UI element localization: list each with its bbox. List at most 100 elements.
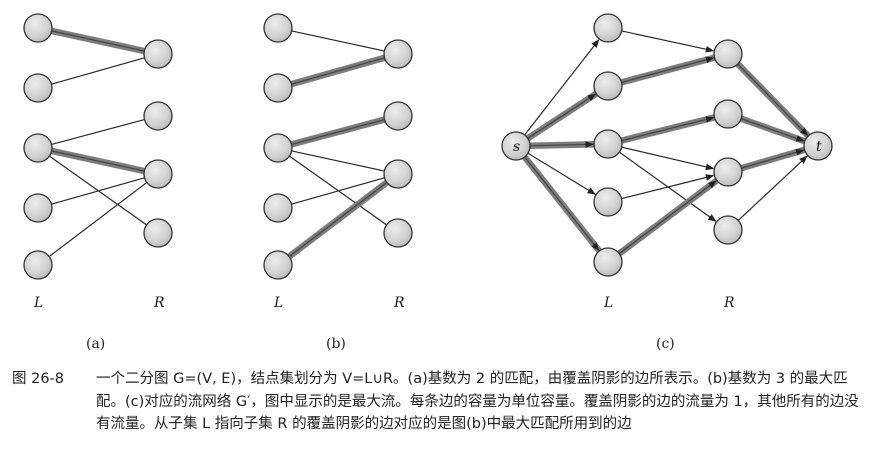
- edge-R1-t: [734, 60, 811, 139]
- edge-L1-R1: [291, 30, 385, 52]
- edge-L3-R3: [291, 150, 385, 172]
- node-circle: [593, 13, 623, 43]
- node-circle: [713, 99, 743, 129]
- edge-line: [524, 39, 600, 136]
- node-L3: [23, 133, 53, 163]
- edge-L5-R3: [285, 179, 391, 260]
- edge-line: [291, 57, 385, 85]
- node-R4: [383, 218, 413, 248]
- node-R4: [713, 215, 743, 245]
- right-set-label: R: [723, 295, 735, 311]
- left-set-label: L: [273, 295, 283, 311]
- edge-line: [288, 181, 388, 258]
- node-L3: [593, 129, 623, 159]
- node-circle: [713, 39, 743, 69]
- node-circle: [23, 250, 53, 280]
- edge-L3-R3: [48, 147, 148, 175]
- node-R1: [383, 39, 413, 69]
- node-circle: [23, 73, 53, 103]
- node-circle: [383, 101, 413, 131]
- node-L2: [263, 73, 293, 103]
- node-R2: [713, 99, 743, 129]
- edge-line: [51, 177, 145, 205]
- edges: [521, 30, 811, 257]
- node-R3: [143, 159, 173, 189]
- edge-L2-R1: [288, 54, 388, 88]
- edge-L3-R2: [51, 119, 145, 145]
- edges: [285, 30, 391, 260]
- node-circle: [143, 159, 173, 189]
- node-R2: [143, 101, 173, 131]
- node-L1: [23, 13, 53, 43]
- edge-line: [291, 177, 385, 205]
- node-L1: [263, 13, 293, 43]
- node-circle: [383, 39, 413, 69]
- edge-R3-t: [738, 146, 807, 172]
- node-circle: [713, 157, 743, 187]
- node-circle: [263, 73, 293, 103]
- node-circle: [593, 71, 623, 101]
- left-set-label: L: [33, 295, 43, 311]
- node-circle: [23, 193, 53, 223]
- node-circle: [383, 159, 413, 189]
- edge-line: [741, 149, 805, 169]
- node-circle: [593, 247, 623, 277]
- node-R1: [713, 39, 743, 69]
- edge-L4-R3: [291, 177, 385, 205]
- nodes: [263, 13, 413, 280]
- edge-line: [51, 57, 145, 85]
- edge-L3-R3: [621, 146, 715, 171]
- panel-sub-label: (a): [86, 336, 105, 352]
- node-circle: [263, 13, 293, 43]
- edge-L1-R1: [621, 30, 715, 53]
- node-circle: [501, 131, 531, 161]
- edge-line: [51, 150, 145, 172]
- edge-line: [621, 174, 715, 200]
- node-R3: [383, 159, 413, 189]
- node-circle: [23, 133, 53, 163]
- node-R1: [143, 39, 173, 69]
- edge-line: [621, 56, 715, 83]
- node-L4: [23, 193, 53, 223]
- edge-s-L3: [526, 141, 597, 149]
- edge-line: [51, 30, 145, 52]
- sink-label: t: [816, 139, 822, 155]
- node-s: s: [501, 131, 531, 161]
- edge-line: [48, 181, 148, 258]
- node-L4: [593, 187, 623, 217]
- edge-R2-t: [737, 115, 808, 145]
- edge-L2-R1: [618, 54, 717, 86]
- node-circle: [803, 131, 833, 161]
- edge-line: [527, 152, 596, 195]
- edge-L4-R3: [51, 177, 145, 205]
- node-L5: [23, 250, 53, 280]
- edge-line: [737, 155, 808, 221]
- node-circle: [143, 101, 173, 131]
- edges: [48, 27, 148, 258]
- node-circle: [383, 218, 413, 248]
- edge-s-L2: [524, 90, 599, 142]
- node-circle: [593, 129, 623, 159]
- edge-R4-t: [737, 155, 808, 221]
- node-circle: [713, 215, 743, 245]
- node-L5: [263, 250, 293, 280]
- edge-line: [621, 146, 715, 171]
- edge-line: [618, 180, 717, 255]
- edge-s-L1: [524, 39, 600, 136]
- node-L3: [263, 133, 293, 163]
- edge-L3-R2: [288, 116, 388, 148]
- caption-text: 一个二分图 G=(V, E)，结点集划分为 V=L∪R。(a)基数为 2 的匹配…: [96, 371, 859, 432]
- node-R2: [383, 101, 413, 131]
- panel-sub-label: (b): [326, 336, 346, 352]
- figure-caption: 图 26-8 一个二分图 G=(V, E)，结点集划分为 V=L∪R。(a)基数…: [12, 368, 862, 436]
- edge-L2-R1: [51, 57, 145, 85]
- node-L5: [593, 247, 623, 277]
- node-R3: [713, 157, 743, 187]
- node-circle: [593, 187, 623, 217]
- panel-sub-label: (c): [656, 336, 675, 352]
